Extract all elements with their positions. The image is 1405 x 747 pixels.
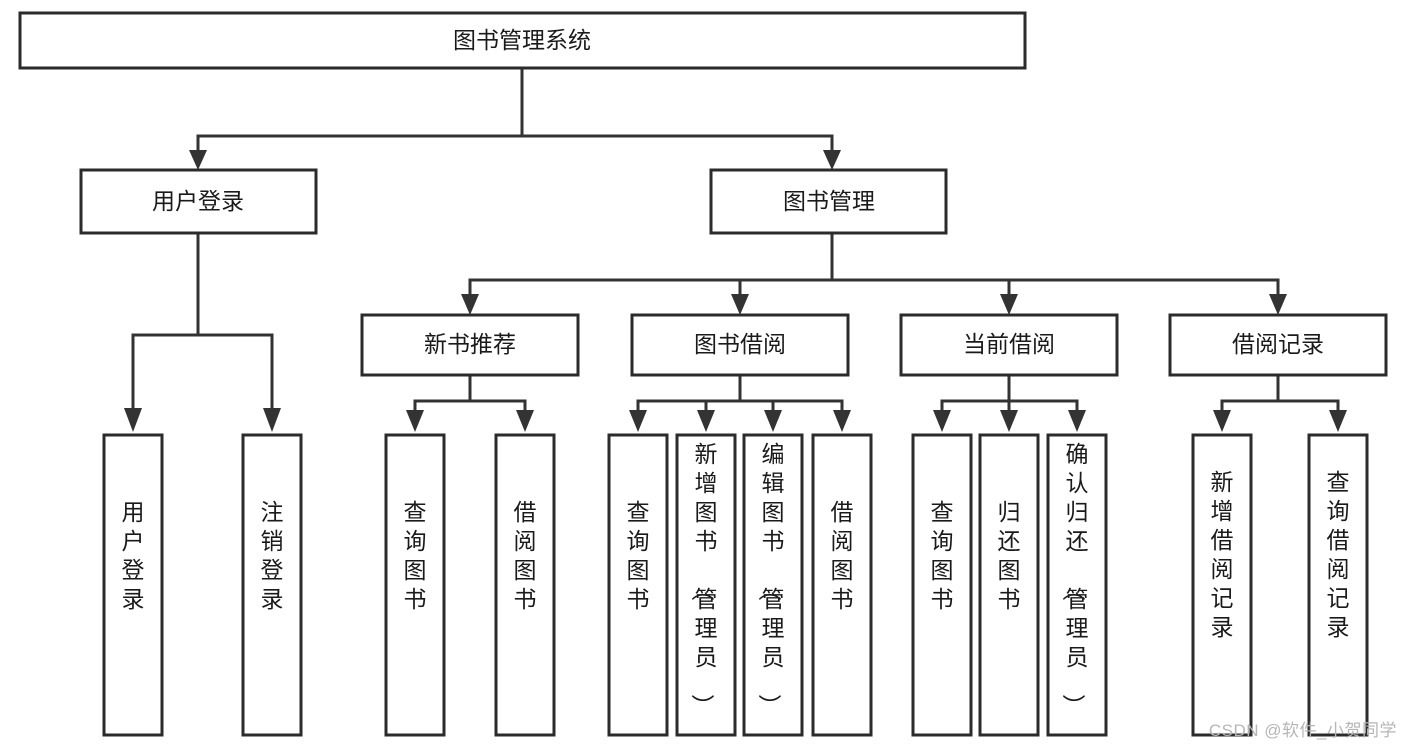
node-leaf-query-book-2-box[interactable]	[607, 433, 669, 737]
node-leaf-query-book-3-box[interactable]	[911, 433, 973, 737]
node-new-book-recommend-box[interactable]	[360, 313, 580, 377]
node-leaf-user-login[interactable]: 用户登录	[102, 433, 164, 737]
node-current-borrow-box[interactable]	[899, 313, 1119, 377]
node-borrow-record[interactable]: 借阅记录	[1168, 313, 1388, 377]
arrow-head-leaf-user-login	[124, 408, 142, 432]
arrow-head-book-borrow	[731, 294, 749, 315]
node-book-borrow-box[interactable]	[630, 313, 850, 377]
node-new-book-recommend[interactable]: 新书推荐	[360, 313, 580, 377]
node-leaf-add-record-box[interactable]	[1191, 433, 1253, 737]
arrow-head-current-borrow	[1000, 294, 1018, 315]
node-user-login[interactable]: 用户登录	[79, 168, 318, 235]
node-leaf-query-book-1-box[interactable]	[384, 433, 446, 737]
csdn-watermark: CSDN @软件_小贺同学	[1208, 721, 1397, 740]
node-book-borrow[interactable]: 图书借阅	[630, 313, 850, 377]
node-leaf-query-book-3-label: 查询图书	[931, 499, 954, 612]
arrow-head-borrow-record	[1269, 294, 1287, 315]
connector-layer	[124, 66, 1347, 432]
node-leaf-borrow-book-1-box[interactable]	[494, 433, 556, 737]
node-leaf-borrow-book-2-box[interactable]	[811, 433, 873, 737]
arrow-head-leaf-borrow-book-2	[833, 410, 851, 432]
node-book-manage-box[interactable]	[709, 168, 948, 235]
node-leaf-query-book-1-label: 查询图书	[404, 499, 427, 612]
node-leaf-add-record-label: 新增借阅记录	[1211, 469, 1234, 640]
node-leaf-user-login-label: 用户登录	[122, 499, 145, 612]
node-leaf-add-book[interactable]: 新增图书（管理员）	[675, 433, 737, 737]
node-leaf-user-login-box[interactable]	[102, 433, 164, 737]
node-leaf-confirm-return-box[interactable]	[1046, 433, 1108, 737]
node-book-manage-label: 图书管理	[783, 188, 875, 214]
node-user-login-label: 用户登录	[152, 188, 244, 214]
node-leaf-query-book-1[interactable]: 查询图书	[384, 433, 446, 737]
node-leaf-edit-book-box[interactable]	[742, 433, 804, 737]
arrow-head-user-login	[189, 150, 207, 170]
node-leaf-borrow-book-1[interactable]: 借阅图书	[494, 433, 556, 737]
arrow-head-leaf-edit-book	[764, 410, 782, 432]
node-current-borrow[interactable]: 当前借阅	[899, 313, 1119, 377]
node-leaf-confirm-return[interactable]: 确认归还（管理员）	[1046, 433, 1108, 737]
arrow-head-leaf-add-book	[697, 410, 715, 432]
node-leaf-add-book-label: 新增图书（管理员）	[690, 441, 718, 717]
node-new-book-recommend-label: 新书推荐	[424, 331, 516, 357]
node-leaf-return-book[interactable]: 归还图书	[978, 433, 1040, 737]
node-leaf-return-book-label: 归还图书	[998, 499, 1021, 612]
node-leaf-query-record-label: 查询借阅记录	[1327, 469, 1350, 640]
node-user-login-box[interactable]	[79, 168, 318, 235]
arrow-head-leaf-query-book-2	[629, 410, 647, 432]
node-borrow-record-box[interactable]	[1168, 313, 1388, 377]
node-leaf-logout-label: 注销登录	[261, 499, 284, 612]
node-leaf-return-book-box[interactable]	[978, 433, 1040, 737]
node-book-manage[interactable]: 图书管理	[709, 168, 948, 235]
node-root-label: 图书管理系统	[453, 27, 591, 53]
arrow-head-leaf-query-record	[1329, 410, 1347, 432]
node-leaf-edit-book[interactable]: 编辑图书（管理员）	[742, 433, 804, 737]
node-leaf-edit-book-label: 编辑图书（管理员）	[757, 441, 785, 717]
node-leaf-query-record[interactable]: 查询借阅记录	[1307, 433, 1369, 737]
arrow-head-leaf-confirm-return	[1068, 410, 1086, 432]
arrow-head-leaf-query-book-3	[933, 410, 951, 432]
arrow-head-leaf-add-record	[1213, 410, 1231, 432]
arrow-head-leaf-borrow-book-1	[516, 410, 534, 432]
node-leaf-query-book-2-label: 查询图书	[627, 499, 650, 612]
node-leaf-query-record-box[interactable]	[1307, 433, 1369, 737]
arrow-head-leaf-logout	[263, 408, 281, 432]
node-leaf-logout-box[interactable]	[241, 433, 303, 737]
arrow-head-new-book-recommend	[461, 294, 479, 315]
node-root[interactable]: 图书管理系统	[18, 11, 1027, 70]
arrow-head-leaf-return-book	[1000, 410, 1018, 432]
node-leaf-query-book-3[interactable]: 查询图书	[911, 433, 973, 737]
node-leaf-logout[interactable]: 注销登录	[241, 433, 303, 737]
node-leaf-borrow-book-2-label: 借阅图书	[831, 499, 854, 612]
node-leaf-query-book-2[interactable]: 查询图书	[607, 433, 669, 737]
node-leaf-confirm-return-label: 确认归还（管理员）	[1061, 441, 1089, 717]
node-leaf-borrow-book-1-label: 借阅图书	[514, 499, 537, 612]
node-leaf-add-book-box[interactable]	[675, 433, 737, 737]
node-leaf-borrow-book-2[interactable]: 借阅图书	[811, 433, 873, 737]
node-current-borrow-label: 当前借阅	[963, 331, 1055, 357]
arrow-head-book-manage	[823, 150, 841, 170]
node-book-borrow-label: 图书借阅	[694, 331, 786, 357]
node-borrow-record-label: 借阅记录	[1232, 331, 1324, 357]
node-leaf-add-record[interactable]: 新增借阅记录	[1191, 433, 1253, 737]
arrow-head-leaf-query-book-1	[406, 410, 424, 432]
node-root-box[interactable]	[18, 11, 1027, 70]
